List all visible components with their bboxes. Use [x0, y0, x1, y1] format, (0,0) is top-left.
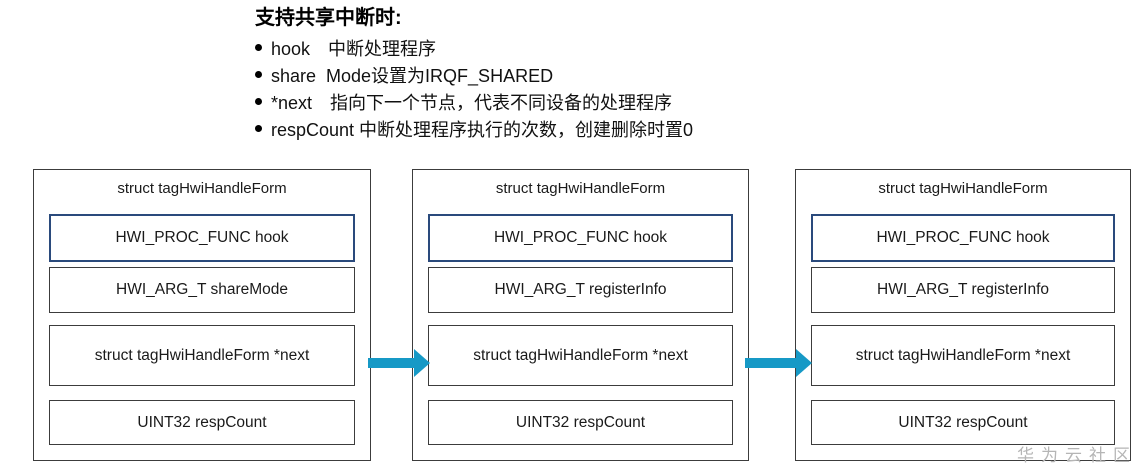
field-next: struct tagHwiHandleForm *next [428, 325, 733, 386]
arrow-head [414, 349, 430, 377]
arrow-head [796, 349, 812, 377]
field-sharemode: HWI_ARG_T shareMode [49, 267, 355, 313]
bullet-dot-icon [255, 125, 262, 132]
arrow-shaft [745, 358, 797, 368]
struct-node-2: struct tagHwiHandleForm HWI_PROC_FUNC ho… [412, 169, 749, 461]
list-item: hook 中断处理程序 [255, 34, 693, 61]
arrow-right-icon [745, 349, 812, 377]
field-hook: HWI_PROC_FUNC hook [811, 214, 1115, 262]
field-registerinfo: HWI_ARG_T registerInfo [428, 267, 733, 313]
legend-bullet-list: hook 中断处理程序 share Mode设置为IRQF_SHARED *ne… [255, 34, 693, 142]
node-title: struct tagHwiHandleForm [495, 180, 666, 197]
struct-node-1: struct tagHwiHandleForm HWI_PROC_FUNC ho… [33, 169, 371, 461]
bullet-dot-icon [255, 71, 262, 78]
bullet-text: *next 指向下一个节点，代表不同设备的处理程序 [271, 92, 673, 113]
field-hook: HWI_PROC_FUNC hook [49, 214, 355, 262]
field-hook: HWI_PROC_FUNC hook [428, 214, 733, 262]
field-next: struct tagHwiHandleForm *next [49, 325, 355, 386]
bullet-text: respCount 中断处理程序执行的次数，创建删除时置0 [271, 119, 694, 140]
node-title: struct tagHwiHandleForm [117, 180, 287, 197]
field-respcount: UINT32 respCount [49, 400, 355, 445]
field-registerinfo: HWI_ARG_T registerInfo [811, 267, 1115, 313]
legend-title: 支持共享中断时: [255, 7, 402, 29]
struct-node-3: struct tagHwiHandleForm HWI_PROC_FUNC ho… [795, 169, 1131, 461]
field-respcount: UINT32 respCount [811, 400, 1115, 445]
bullet-dot-icon [255, 98, 262, 105]
node-title: struct tagHwiHandleForm [878, 180, 1048, 197]
bullet-dot-icon [255, 44, 262, 51]
arrow-shaft [368, 358, 415, 368]
field-respcount: UINT32 respCount [428, 400, 733, 445]
list-item: share Mode设置为IRQF_SHARED [255, 61, 693, 88]
bullet-text: hook 中断处理程序 [271, 38, 437, 59]
arrow-right-icon [368, 349, 430, 377]
field-next: struct tagHwiHandleForm *next [811, 325, 1115, 386]
watermark: 华为云社区 [1017, 446, 1137, 465]
bullet-text: share Mode设置为IRQF_SHARED [271, 65, 554, 86]
list-item: respCount 中断处理程序执行的次数，创建删除时置0 [255, 115, 693, 142]
list-item: *next 指向下一个节点，代表不同设备的处理程序 [255, 88, 693, 115]
legend: 支持共享中断时: hook 中断处理程序 share Mode设置为IRQF_S… [255, 6, 693, 142]
